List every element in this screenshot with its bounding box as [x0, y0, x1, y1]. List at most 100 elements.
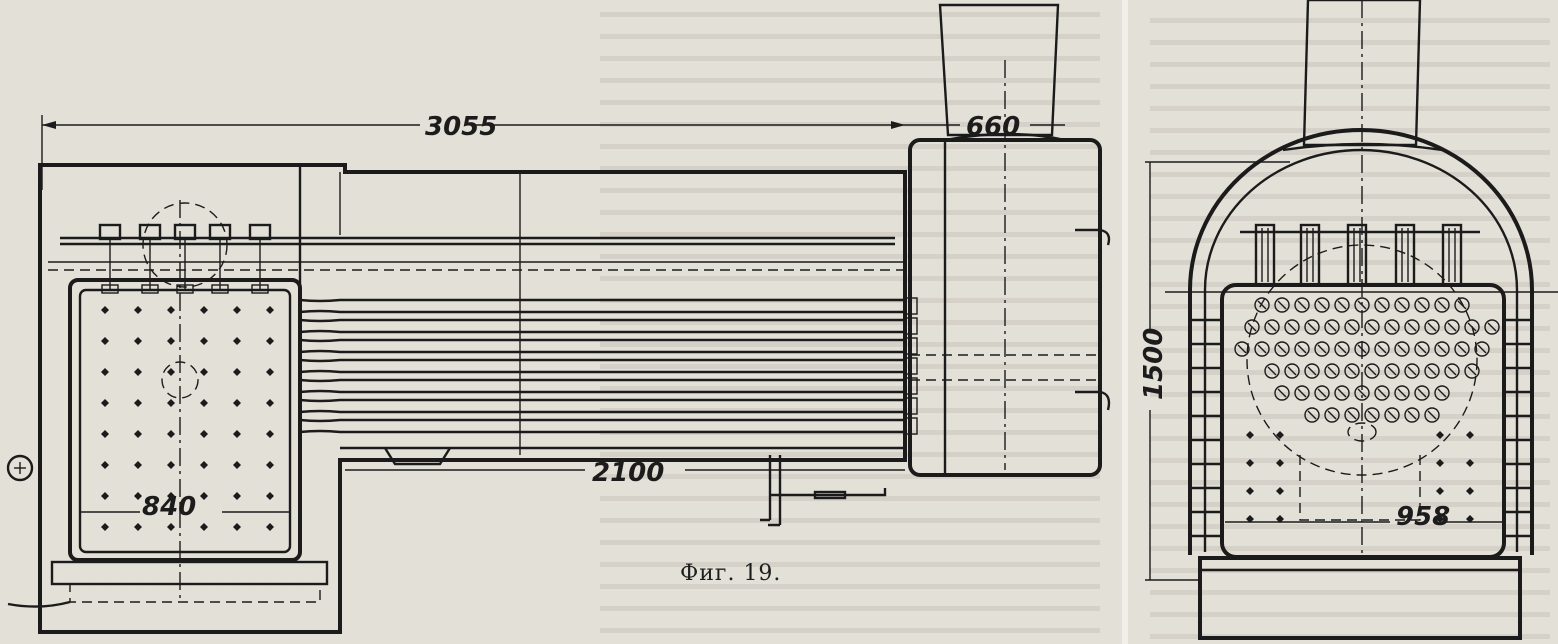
tube-hole	[1414, 385, 1430, 401]
staybolt	[101, 492, 109, 500]
show-through-line	[600, 56, 1100, 61]
stay-nut-lower	[251, 284, 269, 294]
staybolt	[167, 337, 175, 345]
tube-hole	[1314, 341, 1330, 357]
show-through-line	[1150, 238, 1550, 243]
tube-hole	[1264, 363, 1280, 379]
show-through-line	[600, 232, 1100, 237]
tube-hole	[1394, 385, 1410, 401]
staybolt	[200, 430, 208, 438]
tube-hole-mark	[1417, 344, 1427, 354]
tube-hole-mark	[1307, 410, 1317, 420]
staybolt	[167, 368, 175, 376]
boiler-shell	[38, 163, 907, 634]
staybolt	[101, 461, 109, 469]
tube-hole-mark	[1437, 388, 1447, 398]
fire-tube	[299, 378, 905, 394]
show-through-line	[1150, 348, 1550, 353]
stay-nut-lower	[101, 284, 119, 294]
staybolt	[1436, 459, 1444, 467]
show-through-line	[600, 408, 1100, 413]
tube-hole	[1364, 363, 1380, 379]
tube-hole	[1314, 297, 1330, 313]
damper-lever	[7, 600, 71, 608]
tube-hole	[1414, 341, 1430, 357]
staybolt	[1466, 431, 1474, 439]
fire-door-handle	[6, 454, 34, 482]
tube-hole	[1404, 319, 1420, 335]
tube-hole-mark	[1467, 366, 1477, 376]
stay-nut-lower	[211, 284, 229, 294]
chimney-saddle	[1282, 142, 1443, 152]
tube-hole	[1434, 341, 1450, 357]
tube-hole	[1424, 407, 1440, 423]
crown-stays	[98, 223, 272, 294]
tube-hole-mark	[1277, 344, 1287, 354]
tube-hole-mark	[1367, 410, 1377, 420]
staybolt	[1246, 459, 1254, 467]
staybolt	[233, 492, 241, 500]
show-through-line	[1150, 194, 1550, 199]
staybolt	[266, 368, 274, 376]
show-through-line	[600, 100, 1100, 105]
tube-hole	[1374, 385, 1390, 401]
stay-rod	[60, 236, 895, 246]
tube-hole-mark	[1297, 344, 1307, 354]
paper-show-through	[600, 12, 1550, 639]
tube-hole-mark	[1477, 344, 1487, 354]
show-through-line	[600, 144, 1100, 149]
staybolt	[233, 337, 241, 345]
tube-hole-mark	[1307, 322, 1317, 332]
show-through-line	[600, 320, 1100, 325]
staybolt	[134, 306, 142, 314]
show-through-line	[600, 518, 1100, 523]
tube-hole-mark	[1447, 322, 1457, 332]
staybolt	[134, 399, 142, 407]
show-through-line	[1150, 40, 1550, 45]
staybolt	[167, 430, 175, 438]
staybolt	[1276, 459, 1284, 467]
tube-hole	[1324, 319, 1340, 335]
crown-stay	[1254, 223, 1276, 287]
tube-hole-mark	[1347, 366, 1357, 376]
tube-hole-mark	[1427, 322, 1437, 332]
staybolt	[134, 523, 142, 531]
tube-hole	[1254, 297, 1270, 313]
show-through-line	[1150, 62, 1550, 67]
figure-caption: Фиг. 19.	[680, 561, 781, 586]
stay-nut-lower	[176, 284, 194, 294]
staybolt	[167, 492, 175, 500]
fire-door-outline	[1299, 455, 1421, 521]
tube-hole-mark	[1407, 366, 1417, 376]
tube-hole	[1424, 363, 1440, 379]
dimension-660: 660	[966, 112, 1020, 142]
tube-hole	[1234, 341, 1250, 357]
tube-hole-mark	[1317, 344, 1327, 354]
end-chimney	[1302, 0, 1422, 147]
tube-hole-mark	[1447, 366, 1457, 376]
tube-hole	[1344, 407, 1360, 423]
tube-hole	[1424, 319, 1440, 335]
show-through-line	[600, 562, 1100, 567]
tube-hole-mark	[1297, 300, 1307, 310]
dimension-1500: 1500	[1139, 328, 1169, 400]
tube-hole	[1414, 297, 1430, 313]
staybolt	[1246, 487, 1254, 495]
show-through-line	[1150, 612, 1550, 617]
tube-hole-mark	[1457, 300, 1467, 310]
ashpan-dashed	[69, 583, 321, 603]
staybolt	[266, 430, 274, 438]
tube-hole-mark	[1287, 322, 1297, 332]
tube-hole-mark	[1347, 322, 1357, 332]
staybolt	[200, 461, 208, 469]
tube-hole	[1444, 363, 1460, 379]
staybolt	[200, 523, 208, 531]
show-through-line	[1150, 546, 1550, 551]
tube-plate-circle	[1246, 244, 1478, 476]
show-through-line	[1150, 260, 1550, 265]
tube-hole-mark	[1237, 344, 1247, 354]
firebox-staybolts	[101, 306, 274, 531]
smokebox-hinges	[1075, 228, 1111, 411]
tube-hole-mark	[1297, 388, 1307, 398]
